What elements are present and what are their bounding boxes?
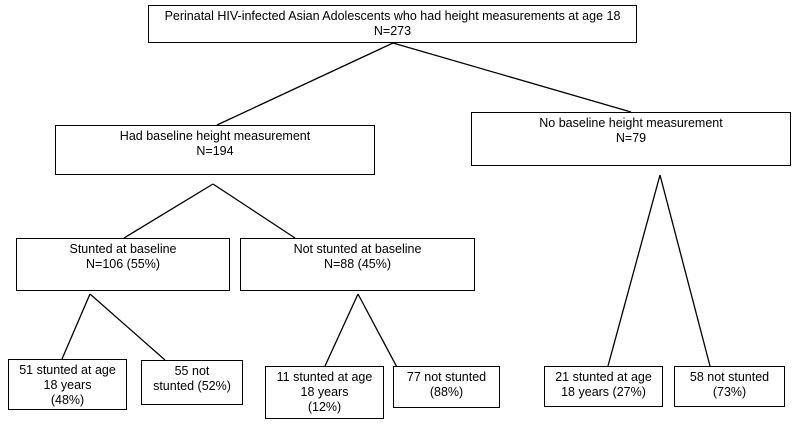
node-had-baseline: Had baseline height measurement N=194 xyxy=(55,125,375,175)
node-sb-not-stunted: 55 not stunted (52%) xyxy=(141,360,243,405)
node-had-baseline-line-2: N=194 xyxy=(196,144,234,158)
node-nsb-not-stunted: 77 not stunted (88%) xyxy=(393,366,500,408)
connector-no-baseline-to-nb-stunted18 xyxy=(607,174,661,367)
node-root: Perinatal HIV-infected Asian Adolescents… xyxy=(148,5,637,43)
node-nb-stunted-18: 21 stunted at age 18 years (27%) xyxy=(544,366,663,407)
node-nsb-stunted-18-line-3: (12%) xyxy=(307,400,342,414)
node-stunted-baseline-line-1: Stunted at baseline xyxy=(69,242,177,256)
connector-root-to-no-baseline xyxy=(392,42,632,113)
connector-had-baseline-to-not-stunted-baseline xyxy=(212,183,296,239)
node-no-baseline-line-1: No baseline height measurement xyxy=(539,116,723,130)
node-sb-stunted-18-line-3: (48%) xyxy=(50,393,85,407)
node-sb-stunted-18-line-2: 18 years xyxy=(43,378,92,392)
node-no-baseline: No baseline height measurement N=79 xyxy=(471,112,791,166)
connector-had-baseline-to-stunted-baseline xyxy=(123,183,214,239)
node-no-baseline-line-2: N=79 xyxy=(615,131,647,145)
node-not-stunted-baseline-line-1: Not stunted at baseline xyxy=(293,242,422,256)
node-sb-stunted-18: 51 stunted at age 18 years (48%) xyxy=(8,359,127,410)
connector-not-stunted-baseline-to-nsb-notstunted xyxy=(357,293,400,372)
node-stunted-baseline-line-2: N=106 (55%) xyxy=(86,257,160,271)
node-nb-not-stunted: 58 not stunted (73%) xyxy=(674,366,785,407)
node-sb-stunted-18-line-1: 51 stunted at age xyxy=(19,363,116,377)
connector-not-stunted-baseline-to-nsb-stunted18 xyxy=(324,293,359,367)
node-not-stunted-baseline: Not stunted at baseline N=88 (45%) xyxy=(240,238,475,291)
connector-stunted-baseline-to-sb-stunted18 xyxy=(61,293,91,360)
node-nb-not-stunted-line-2: (73%) xyxy=(712,385,747,399)
node-nsb-stunted-18-line-2: 18 years xyxy=(300,385,349,399)
node-nsb-not-stunted-line-2: (88%) xyxy=(429,385,464,399)
node-not-stunted-baseline-line-2: N=88 (45%) xyxy=(323,257,392,271)
connector-root-to-had-baseline xyxy=(216,42,394,126)
node-nb-not-stunted-line-1: 58 not stunted xyxy=(689,370,770,384)
node-nb-stunted-18-line-2: 18 years (27%) xyxy=(561,385,646,399)
node-nb-stunted-18-line-1: 21 stunted at age xyxy=(555,370,652,384)
node-stunted-baseline: Stunted at baseline N=106 (55%) xyxy=(16,238,230,291)
node-nsb-stunted-18: 11 stunted at age 18 years (12%) xyxy=(265,366,384,419)
node-sb-not-stunted-line-2: stunted (52%) xyxy=(153,379,231,393)
connector-no-baseline-to-nb-notstunted xyxy=(659,174,711,367)
node-nsb-not-stunted-line-1: 77 not stunted xyxy=(406,370,487,384)
connector-stunted-baseline-to-sb-notstunted xyxy=(89,293,166,361)
node-sb-not-stunted-line-1: 55 not xyxy=(174,364,210,378)
node-root-line-1: Perinatal HIV-infected Asian Adolescents… xyxy=(164,9,621,23)
node-root-line-2: N=273 xyxy=(373,24,412,38)
node-had-baseline-line-1: Had baseline height measurement xyxy=(119,129,311,143)
node-nsb-stunted-18-line-1: 11 stunted at age xyxy=(276,370,373,384)
